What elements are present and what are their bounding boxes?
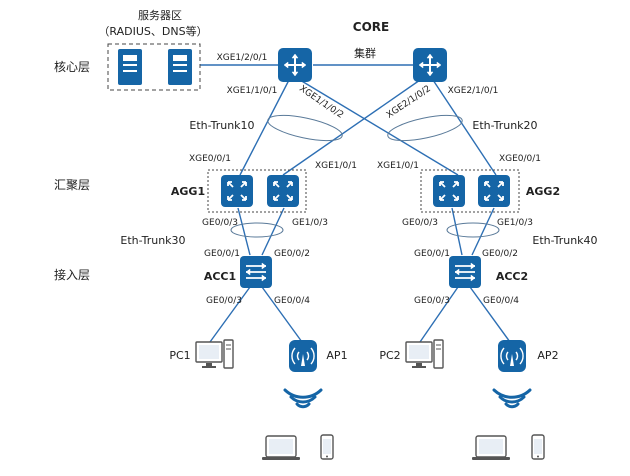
acc2-switch-icon xyxy=(448,255,482,289)
link-agg1-acc1-b xyxy=(261,207,285,256)
agg1-member2-icon xyxy=(266,174,300,208)
phone1-icon xyxy=(320,434,334,460)
link-core1-agg2 xyxy=(299,79,459,176)
acc1-label: ACC1 xyxy=(204,270,236,283)
eth-trunk10-marker xyxy=(267,114,343,142)
link-acc2-ap2 xyxy=(469,286,511,343)
port-acc1-up-b: GE0/0/2 xyxy=(274,249,310,259)
server-area-frame xyxy=(107,43,201,91)
link-core1-agg1 xyxy=(239,79,290,176)
agg1-member1-icon xyxy=(220,174,254,208)
agg1-stack-frame xyxy=(207,169,307,213)
port-core2-a: XGE2/1/0/2 xyxy=(385,84,433,121)
dns-server-icon xyxy=(168,49,192,85)
core2-router-icon xyxy=(412,47,448,83)
core-cluster-label: 集群 xyxy=(354,46,376,60)
link-agg2-acc2-b xyxy=(471,207,495,256)
eth-trunk30-marker xyxy=(230,222,284,238)
port-core1-a: XGE1/1/0/1 xyxy=(227,86,278,96)
port-core2-b: XGE2/1/0/1 xyxy=(448,86,499,96)
server-area-title: 服务器区 xyxy=(138,9,182,22)
port-agg1-down-b: GE1/0/3 xyxy=(292,218,328,228)
agg2-member2-icon xyxy=(477,174,511,208)
agg2-label: AGG2 xyxy=(526,185,560,198)
pc2-label: PC2 xyxy=(379,349,400,362)
link-core2-agg2 xyxy=(432,79,497,176)
port-acc1-down-a: GE0/0/3 xyxy=(206,296,242,306)
agg2-member1-icon xyxy=(432,174,466,208)
laptop1-icon xyxy=(261,435,301,461)
pc1-label: PC1 xyxy=(169,349,190,362)
agg1-label: AGG1 xyxy=(171,185,205,198)
link-acc2-pc2 xyxy=(419,286,459,343)
ap2-label: AP2 xyxy=(537,349,558,362)
core1-router-icon xyxy=(277,47,313,83)
layer-aggregation-label: 汇聚层 xyxy=(54,178,90,192)
port-agg2-b: XGE0/0/1 xyxy=(499,154,541,164)
port-acc1-down-b: GE0/0/4 xyxy=(274,296,310,306)
port-acc2-down-b: GE0/0/4 xyxy=(483,296,519,306)
ap1-icon xyxy=(288,339,318,373)
port-core1-server: XGE1/2/0/1 xyxy=(217,53,268,63)
layer-core-label: 核心层 xyxy=(54,60,90,74)
acc2-label: ACC2 xyxy=(496,270,528,283)
port-acc2-down-a: GE0/0/3 xyxy=(414,296,450,306)
ap1-wifi-icon xyxy=(283,388,323,409)
eth-trunk10-label: Eth-Trunk10 xyxy=(189,119,254,132)
agg2-stack-frame xyxy=(420,169,520,213)
port-agg1-b: XGE1/0/1 xyxy=(315,161,357,171)
radius-server-icon xyxy=(118,49,142,85)
port-acc2-up-b: GE0/0/2 xyxy=(482,249,518,259)
laptop2-icon xyxy=(471,435,511,461)
core-title: CORE xyxy=(353,20,389,34)
port-agg2-a: XGE1/0/1 xyxy=(377,161,419,171)
links xyxy=(200,64,511,343)
eth-trunk20-label: Eth-Trunk20 xyxy=(472,119,537,132)
ap1-label: AP1 xyxy=(326,349,347,362)
phone2-icon xyxy=(531,434,545,460)
link-acc1-pc1 xyxy=(209,286,251,343)
eth-trunk30-label: Eth-Trunk30 xyxy=(120,234,185,247)
ap2-wifi-icon xyxy=(492,388,532,409)
port-agg2-down-a: GE0/0/3 xyxy=(402,218,438,228)
ap2-icon xyxy=(497,339,527,373)
layer-access-label: 接入层 xyxy=(54,267,90,282)
link-acc1-ap1 xyxy=(261,286,303,343)
pc2-icon xyxy=(405,339,444,369)
pc1-icon xyxy=(195,339,234,369)
server-area-subtitle: （RADIUS、DNS等） xyxy=(98,24,207,38)
eth-trunk40-label: Eth-Trunk40 xyxy=(532,234,597,247)
port-acc1-up-a: GE0/0/1 xyxy=(204,249,240,259)
port-agg2-down-b: GE1/0/3 xyxy=(497,218,533,228)
eth-trunk20-marker xyxy=(387,114,463,142)
link-agg2-acc2-a xyxy=(451,207,463,256)
link-core2-agg1 xyxy=(282,79,421,176)
link-agg1-acc1-a xyxy=(237,207,251,256)
port-agg1-a: XGE0/0/1 xyxy=(189,154,231,164)
port-acc2-up-a: GE0/0/1 xyxy=(414,249,450,259)
port-agg1-down-a: GE0/0/3 xyxy=(202,218,238,228)
acc1-switch-icon xyxy=(239,255,273,289)
eth-trunk40-marker xyxy=(446,222,500,238)
